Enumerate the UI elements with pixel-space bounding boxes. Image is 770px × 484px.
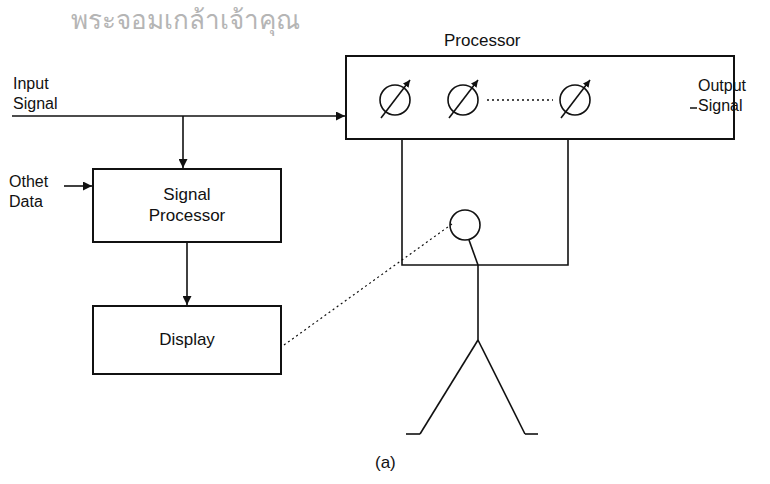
processor-box: Processor — [345, 55, 735, 140]
figure-caption: (a) — [374, 452, 397, 473]
control-knob — [380, 80, 410, 118]
branch-wire — [182, 116, 184, 168]
box-heading: Processor — [442, 31, 523, 51]
input-signal-wire — [12, 115, 345, 117]
node-body — [347, 57, 733, 138]
node-body: Signal Processor — [94, 170, 280, 241]
other-data-wire — [64, 185, 92, 187]
signal-processor-box: Signal Processor — [92, 168, 282, 243]
operator-link-wire — [402, 140, 568, 265]
signal-name: Input Signal — [12, 74, 72, 114]
node-body: Display — [94, 307, 280, 373]
sight-line — [284, 224, 452, 345]
operator-figure — [406, 210, 538, 434]
box-text: Display — [159, 330, 215, 350]
signal-name: Othet Data — [8, 172, 64, 212]
signal-name: Output Signal — [697, 76, 765, 116]
box-text: Signal Processor — [137, 185, 237, 226]
control-knob — [560, 80, 590, 118]
dotted-continuation — [487, 99, 553, 101]
watermark: พระจอมเกล้าเจ้าคุณ — [70, 4, 301, 37]
display-box: Display — [92, 305, 282, 375]
control-knob — [448, 80, 478, 118]
flow-arrow — [186, 243, 188, 305]
